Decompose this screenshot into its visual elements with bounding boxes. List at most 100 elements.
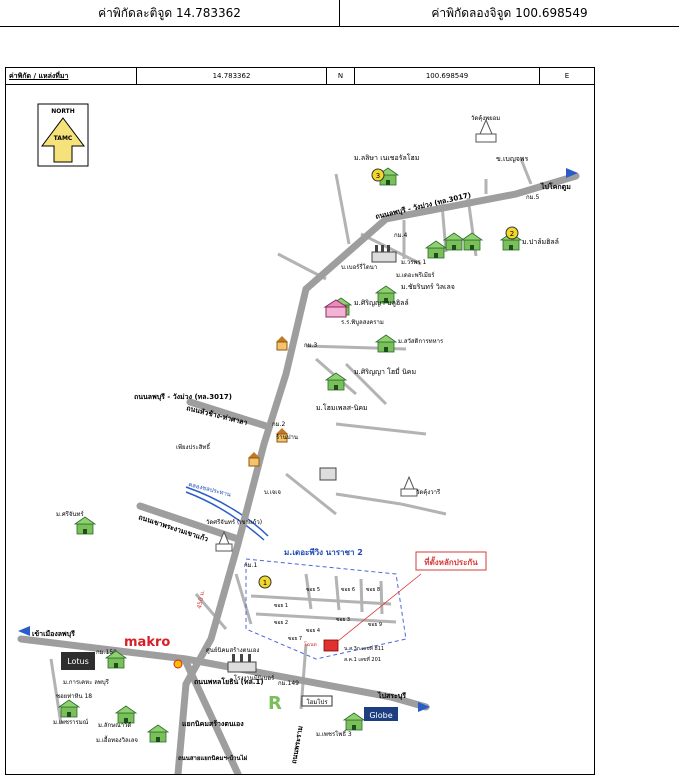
place-labels: วัดคุ้งพยอม ม.ลลิษา เนเชอรัลโฮม ข.เบญจพร…: [53, 115, 559, 744]
house-icon: [425, 240, 447, 259]
place-label: บ.เจเจ: [264, 489, 281, 496]
svg-text:R: R: [268, 693, 282, 714]
north-label: NORTH: [51, 108, 75, 115]
subdivision: ซอย 1 ซอย 2 ซอย 3 ซอย 4 ซอย 5 ซอย 6 ซอย …: [245, 547, 407, 660]
road-label: ถนนลพบุรี - วังม่วง (ทล.3017): [134, 393, 232, 401]
house-icon: [461, 232, 483, 251]
shop-icon: [276, 336, 288, 351]
plot-label: น.ส.3ก.เลขที่ 811: [344, 645, 384, 652]
arrow-right-icon: [566, 168, 578, 178]
direction-label: เข้าเมืองลพบุรี: [32, 629, 75, 638]
svg-text:Globe: Globe: [369, 711, 392, 720]
house-icon: [375, 334, 397, 353]
place-label: ม.สวัสดิการทหาร: [398, 338, 444, 345]
latitude-value: 14.783362: [137, 68, 327, 84]
collateral-location: ที่ตั้งหลักประกัน น.ส.3ก.เลขที่ 811 ส.ค.…: [304, 551, 487, 663]
major-roads: [17, 172, 580, 774]
shop-icon: [276, 428, 288, 443]
km-label: กม.3: [304, 342, 317, 349]
direction-labels: ไปโคกตูม เข้าเมืองลพบุรี ไปสระบุรี: [18, 168, 578, 712]
svg-text:Lotus: Lotus: [67, 657, 89, 666]
place-label: ม.เอื้อทองวิลเลจ: [96, 734, 138, 744]
longitude-direction: E: [564, 72, 570, 80]
place-label: วัดคุ้งพยอม: [471, 115, 500, 122]
coordinate-source-label: ค่าพิกัด / แหล่งที่มา: [6, 68, 137, 84]
place-label: ข.เบญจพร: [496, 155, 529, 163]
place-label: ม.ปาล์มฮิลล์: [522, 238, 559, 246]
road-label: ถนนพหลโยธิน (ทล.1): [194, 677, 264, 686]
house-icon: [58, 699, 80, 718]
house-icon: [443, 232, 465, 251]
direction-label: ไปโคกตูม: [540, 182, 571, 192]
place-label: เพียงประสิทธิ์: [176, 442, 211, 451]
latitude-header: ค่าพิกัดละติจูด 14.783362: [0, 0, 340, 26]
place-label: ม.ชัยรินทร์ วิลเลจ: [401, 283, 455, 291]
globe-logo: Globe: [364, 707, 398, 721]
lane-label: ซอย 3: [336, 617, 350, 623]
place-label: ร.ร.พิบูลสงคราม: [341, 319, 384, 326]
subdivision-name: ม.เดอะพีวิง นาราชา 2: [284, 547, 363, 557]
marker-2: 2: [505, 226, 519, 240]
temple-icon: [215, 530, 233, 552]
latitude-direction: N: [327, 68, 355, 84]
place-label: ศูนย์นิคมสร้างตนเอง: [206, 646, 259, 654]
svg-text:2: 2: [510, 230, 514, 238]
coordinate-row: ค่าพิกัด / แหล่งที่มา 14.783362 N 100.69…: [6, 68, 594, 85]
place-label: วัดศรีจันทร์ (เขาแก้ว): [206, 518, 262, 526]
place-label: บ.เบอร์รี่โดนา: [341, 263, 377, 271]
lane-label: ซอย 1: [274, 603, 288, 609]
place-label: ม.วรพร 1: [401, 259, 427, 266]
arrow-right-icon: [418, 702, 430, 712]
target-plot-icon: [323, 639, 339, 652]
place-label: ม.เพชรโพธิ์ 3: [316, 729, 352, 738]
km-label: กม.5: [526, 194, 539, 201]
place-label: ม.ศิริญญา บลูฮิลล์: [354, 299, 409, 307]
location-map[interactable]: NORTH TAMC: [6, 84, 594, 774]
place-label: ม.ลลิษา เนเชอรัลโฮม: [354, 153, 419, 162]
place-label: ม.ศรีจันทร์: [56, 510, 84, 518]
svg-text:3: 3: [376, 172, 380, 180]
temple-icon: [475, 118, 497, 143]
housing-icons: [58, 167, 522, 743]
homepro-logo: โฮมโปร: [301, 695, 333, 707]
arrow-left-icon: [18, 626, 30, 636]
place-label: ม.โฮมเพลส-นิคม: [316, 403, 368, 412]
distance-label: 450 ม.: [196, 589, 206, 609]
place-label: แยกนิคมสร้างตนเอง: [182, 719, 244, 728]
lane-label: ซอย 4: [306, 628, 320, 634]
lane-label: ซอย 9: [368, 622, 382, 628]
place-label: ม.ศิริญญา โฮมี่ นิคม: [354, 367, 416, 376]
plot-label: ส.ค.1 เลขที่ 201: [344, 656, 381, 663]
factory-icon: [227, 654, 257, 673]
north-arrow-icon: NORTH TAMC: [37, 103, 89, 167]
coordinate-header: ค่าพิกัดละติจูด 14.783362 ค่าพิกัดลองจิจ…: [0, 0, 679, 27]
house-icon: [147, 724, 169, 743]
north-side-label: TAMC: [54, 135, 73, 142]
marker-3: 3: [371, 168, 385, 182]
plot-label: โฉนด: [304, 641, 317, 648]
lane-label: ซอย 6: [341, 587, 355, 593]
place-label: โรงงานมีบิเบอร์: [234, 674, 275, 682]
house-icon: [343, 712, 365, 731]
lane-label: ซอย 8: [366, 587, 380, 593]
place-label: ม.ลักษณาวดี: [98, 721, 131, 729]
place-label: ม.เดอะพรีเมียร์: [396, 271, 435, 279]
road-label: ถนนพระราม: [290, 725, 305, 764]
svg-text:1: 1: [263, 579, 267, 587]
km-label: กม.4: [394, 232, 407, 239]
house-icon: [325, 372, 347, 391]
house-icon: [74, 516, 96, 535]
longitude-header: ค่าพิกัดลองจิจูด 100.698549: [431, 5, 588, 20]
makro-logo: makro: [124, 635, 170, 650]
target-label: ที่ตั้งหลักประกัน: [424, 556, 478, 567]
lane-label: ซอย 7: [288, 636, 302, 642]
building-icon: [319, 467, 337, 481]
svg-text:makro: makro: [124, 635, 170, 650]
place-label: ซอยท่าหิน 18: [56, 693, 92, 700]
marker-1: 1: [258, 575, 272, 589]
km-markers: กม.4 กม.5 กม.3 กม.2 กม.1 กม.150 กม.149 4…: [96, 194, 539, 687]
factory-icon: [371, 245, 397, 263]
school-icon: [323, 299, 349, 318]
place-label: ม.เพชรารมณ์: [53, 718, 89, 726]
numbered-markers: 3 2 1: [258, 168, 519, 589]
